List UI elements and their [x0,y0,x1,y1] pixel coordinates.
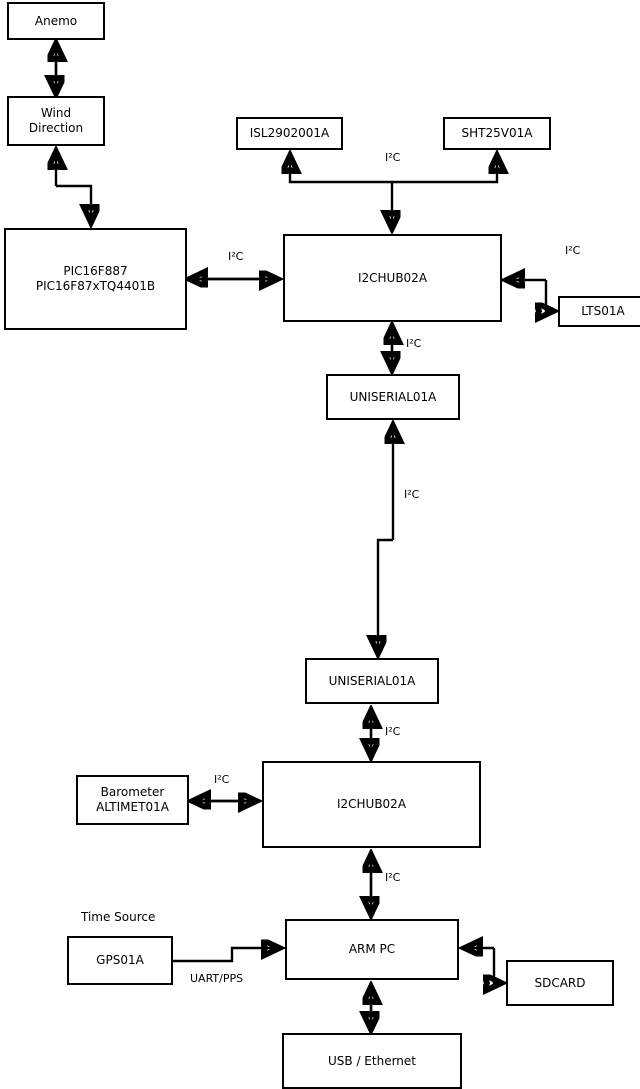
wire-pic-wind-elbow [56,184,91,222]
wire-gps-arm [173,948,279,961]
node-isl2902001a-label: ISL2902001A [249,126,330,140]
node-i2chub02a-bottom[interactable]: I2CHUB02A [262,761,481,848]
edge-label-i2c-baro-hub2: I²C [214,773,230,786]
node-usb-ethernet-label: USB / Ethernet [328,1053,416,1068]
node-sht25v01a-label: SHT25V01A [461,126,533,140]
wire-hub-fanout-isl [290,156,392,184]
wire-hub-lts-out [546,280,553,311]
node-uniserial01a-upper[interactable]: UNISERIAL01A [326,374,460,420]
node-i2chub02a-bottom-label: I2CHUB02A [336,797,407,811]
node-sdcard[interactable]: SDCARD [506,960,614,1006]
edge-label-i2c-hub-lts: I²C [565,244,581,257]
node-i2chub02a-top[interactable]: I2CHUB02A [283,234,502,322]
node-wind-direction[interactable]: Wind Direction [7,96,105,146]
edge-label-i2c-uni-hub2: I²C [385,725,401,738]
node-sdcard-label: SDCARD [534,975,586,990]
wire-uni-uni-down [378,538,393,653]
edge-label-i2c-hub2-arm: I²C [385,871,401,884]
node-uniserial01a-lower[interactable]: UNISERIAL01A [305,658,439,704]
node-arm-pc-label: ARM PC [348,942,396,956]
node-lts01a[interactable]: LTS01A [558,296,640,327]
node-pic-mcu[interactable]: PIC16F887 PIC16F87xTQ4401B [4,228,187,330]
edge-label-i2c-uni-uni: I²C [404,488,420,501]
node-i2chub02a-top-label: I2CHUB02A [357,270,428,285]
node-arm-pc[interactable]: ARM PC [285,919,459,980]
node-sht25v01a[interactable]: SHT25V01A [443,117,551,150]
node-uniserial01a-lower-label: UNISERIAL01A [328,673,416,688]
node-gps01a[interactable]: GPS01A [67,936,173,985]
wire-hub-fanout-sht [392,156,497,184]
node-wind-direction-label: Wind Direction [28,106,84,135]
node-isl2902001a[interactable]: ISL2902001A [236,117,343,150]
node-barometer-altimet01a-label: Barometer ALTIMET01A [96,785,169,814]
node-barometer-altimet01a[interactable]: Barometer ALTIMET01A [76,775,189,825]
node-gps01a-label: GPS01A [96,953,144,967]
edge-label-i2c-top-fanout: I²C [385,151,401,164]
wire-arm-sdcard-out [494,948,501,983]
node-uniserial01a-upper-label: UNISERIAL01A [349,389,437,404]
edge-label-uart-pps: UART/PPS [190,972,244,985]
edge-label-i2c-hub-uni: I²C [406,337,422,350]
node-anemo-label: Anemo [34,13,78,28]
node-lts01a-label: LTS01A [581,304,625,318]
label-time-source: Time Source [81,910,156,924]
node-anemo[interactable]: Anemo [7,2,105,40]
edge-label-i2c-pic-hub: I²C [228,250,244,263]
node-pic-mcu-label: PIC16F887 PIC16F87xTQ4401B [35,264,156,293]
node-usb-ethernet[interactable]: USB / Ethernet [282,1033,462,1089]
